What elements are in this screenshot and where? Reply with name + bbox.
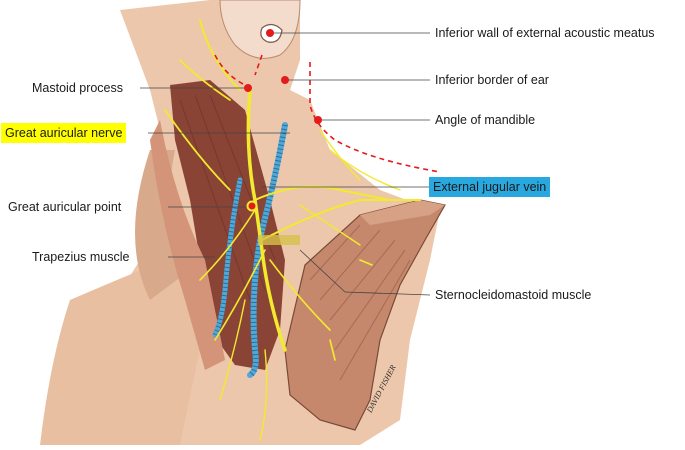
leader-lines <box>140 32 431 296</box>
label-great-auricular-nerve: Great auricular nerve <box>1 123 127 143</box>
landmark-markers <box>244 29 322 124</box>
shoulder-skin <box>40 250 210 445</box>
label-inferior-border-ear: Inferior border of ear <box>435 73 549 87</box>
label-external-jugular-vein: External jugular vein <box>429 177 551 197</box>
label-great-auricular-point: Great auricular point <box>8 200 122 214</box>
label-angle-of-mandible: Angle of mandible <box>435 113 536 127</box>
trapezius-band <box>150 120 225 370</box>
label-mastoid-process: Mastoid process <box>32 81 124 95</box>
ear-border-dashed <box>214 54 246 86</box>
ear-border-dashed-2 <box>254 54 263 76</box>
label-inferior-wall: Inferior wall of external acoustic meatu… <box>435 26 655 40</box>
vein-branch <box>212 177 243 338</box>
marker-mastoid <box>244 84 252 92</box>
label-sternocleidomastoid: Sternocleidomastoid muscle <box>435 288 592 302</box>
nerves <box>164 19 421 441</box>
label-trapezius-muscle: Trapezius muscle <box>32 250 130 264</box>
nerve-highlight-band <box>258 235 300 245</box>
marker-mandible <box>314 116 322 124</box>
marker-ear-border <box>281 76 289 84</box>
marker-great-auricular-point <box>246 200 258 212</box>
vein-texture <box>248 124 288 378</box>
scm-fibers <box>309 224 411 381</box>
marker-meatus <box>266 29 274 37</box>
scm-tendon <box>360 200 445 225</box>
ear <box>219 0 301 59</box>
